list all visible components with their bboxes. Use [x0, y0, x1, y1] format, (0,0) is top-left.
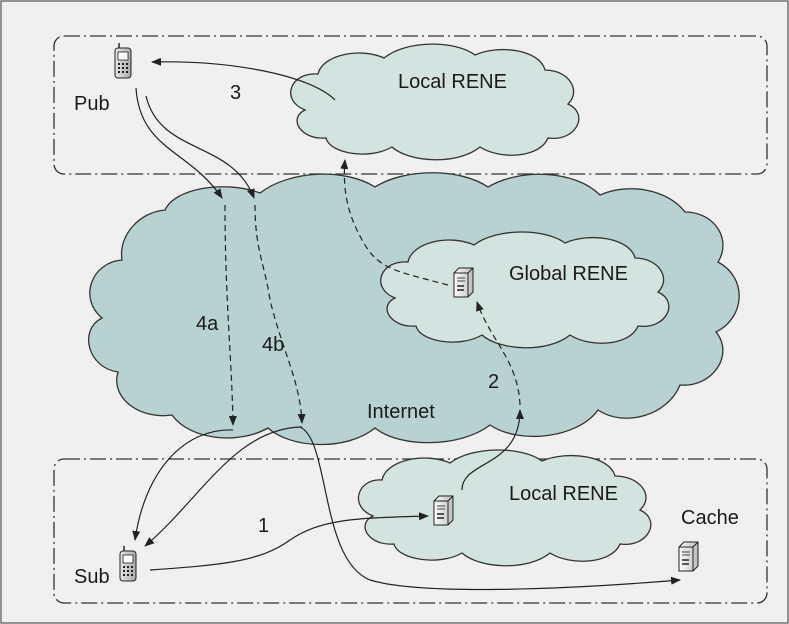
dashed-path-2: [476, 301, 521, 406]
arrow-pub-to-internet-4b: [145, 95, 255, 199]
arrow-sub-to-local-rene-1: [149, 512, 429, 571]
dashed-path-4a: [224, 204, 237, 426]
local-rene-bottom-cloud: [357, 449, 652, 567]
local-rene-top-label: Local RENE: [398, 71, 507, 93]
pub-phone-icon: [114, 42, 132, 79]
cache-server-icon: [678, 541, 699, 572]
arrow-rene-to-pub-3: [151, 57, 336, 101]
publisher-domain-box: [53, 35, 768, 175]
step-3-label: 3: [230, 82, 241, 104]
arrow-pub-to-internet-4a: [135, 87, 223, 199]
arrow-internet-to-cache: [299, 426, 681, 591]
step-1-label: 1: [258, 515, 269, 537]
arrow-local-rene-to-internet-2: [461, 409, 524, 491]
step-4b-label: 4b: [262, 334, 284, 356]
local-rene-bottom-label: Local RENE: [509, 483, 618, 505]
cache-label: Cache: [681, 507, 739, 529]
dashed-path-global-to-local-rene: [340, 159, 449, 286]
global-rene-cloud: [380, 231, 670, 349]
sub-label: Sub: [74, 566, 110, 588]
step-2-label: 2: [488, 371, 499, 393]
step-4a-label: 4a: [196, 313, 219, 335]
sub-phone-icon: [119, 545, 137, 582]
global-rene-label: Global RENE: [509, 263, 628, 285]
pub-label: Pub: [74, 93, 110, 115]
global-rene-server-icon: [453, 267, 474, 298]
local-rene-top-cloud: [290, 43, 580, 161]
arrow-internet-to-sub-4a: [132, 429, 234, 541]
arrow-internet-to-sub-4b: [144, 426, 303, 547]
internet-label: Internet: [367, 401, 435, 423]
local-rene-server-icon: [433, 495, 454, 526]
